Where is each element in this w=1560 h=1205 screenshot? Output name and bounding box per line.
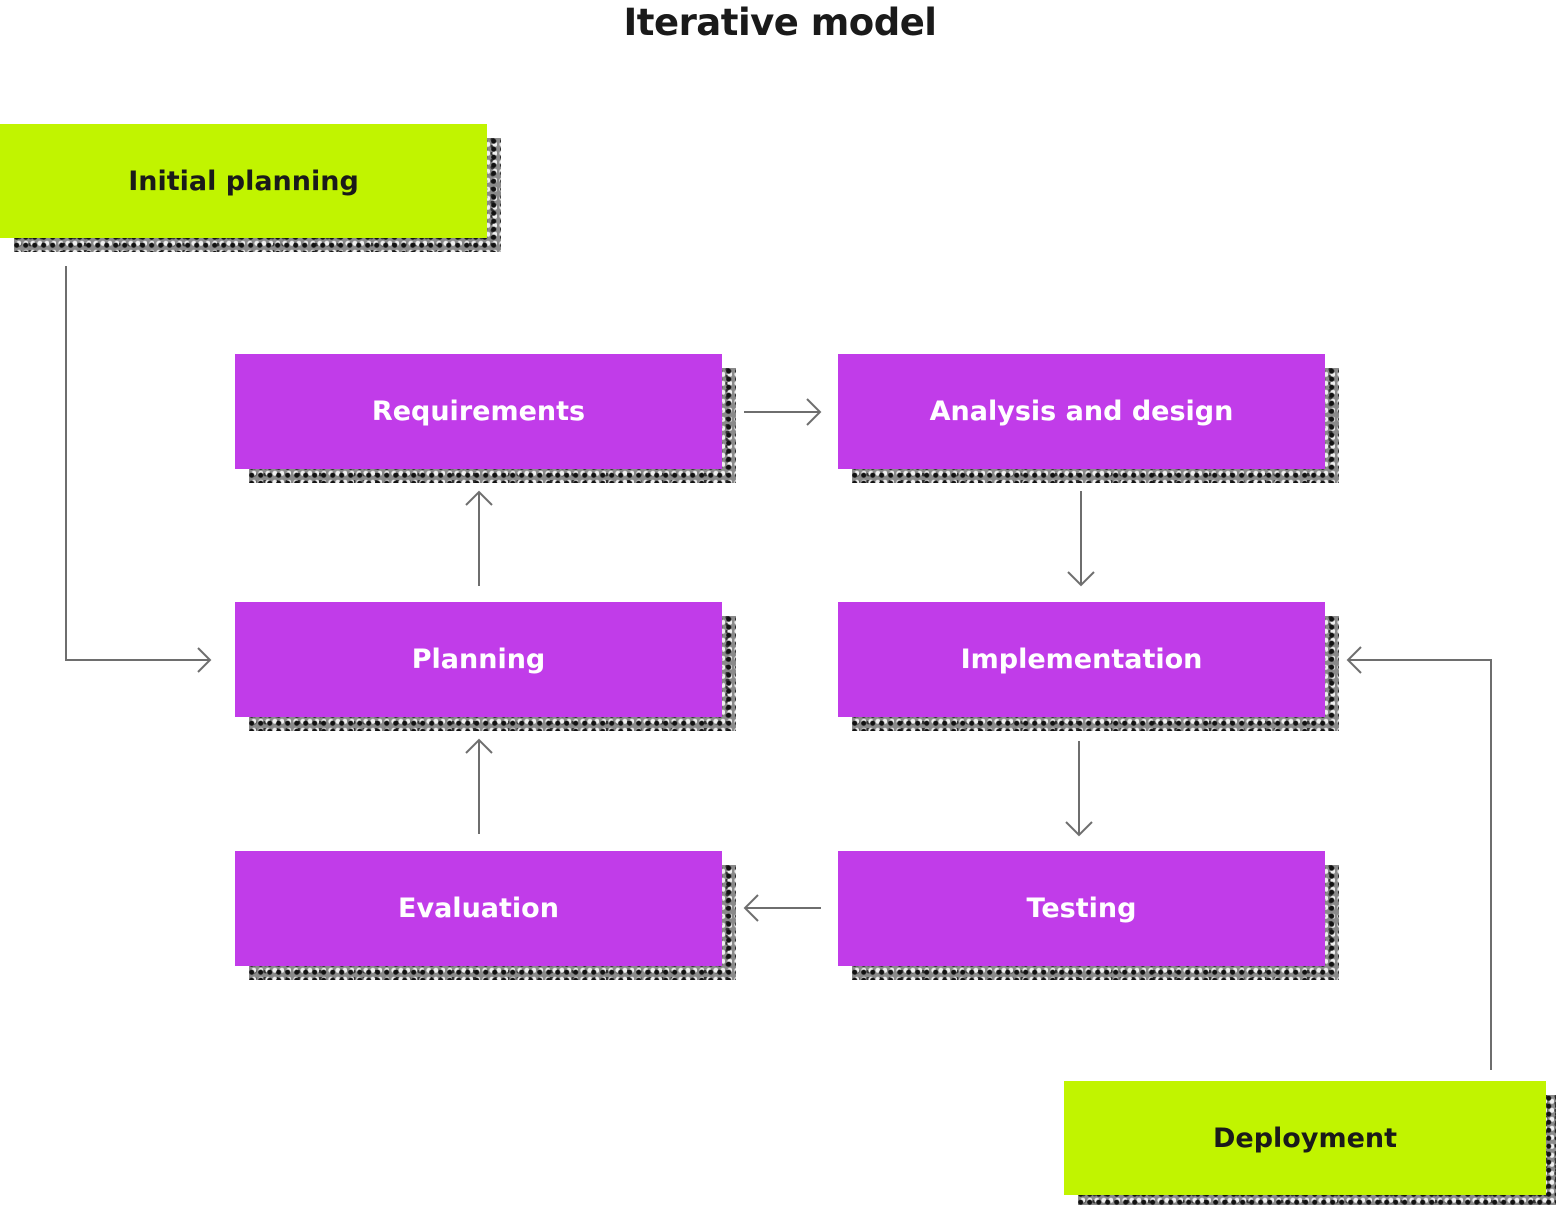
diagram-title: Iterative model — [623, 1, 937, 44]
arrow-planning-to-requirements — [465, 490, 493, 586]
arrow-initial-planning-to-planning — [65, 266, 212, 673]
node-planning: Planning — [235, 602, 736, 731]
arrow-testing-to-evaluation — [743, 894, 821, 922]
arrow-analysis-to-implementation — [1067, 491, 1095, 587]
node-label: Requirements — [235, 354, 722, 469]
node-requirements: Requirements — [235, 354, 736, 483]
node-label: Planning — [235, 602, 722, 717]
node-evaluation: Evaluation — [235, 851, 736, 980]
node-label: Implementation — [838, 602, 1325, 717]
node-label: Deployment — [1064, 1081, 1546, 1195]
node-label: Evaluation — [235, 851, 722, 966]
node-label: Analysis and design — [838, 354, 1325, 469]
arrow-evaluation-to-planning — [465, 738, 493, 834]
arrow-implementation-to-testing — [1065, 741, 1093, 837]
node-implementation: Implementation — [838, 602, 1339, 731]
node-label: Testing — [838, 851, 1325, 966]
node-deployment: Deployment — [1064, 1081, 1556, 1205]
node-analysis-and-design: Analysis and design — [838, 354, 1339, 483]
node-label: Initial planning — [0, 124, 487, 238]
arrow-deployment-to-implementation — [1346, 646, 1492, 1070]
node-initial-planning: Initial planning — [0, 124, 501, 252]
arrow-requirements-to-analysis — [744, 398, 822, 426]
node-testing: Testing — [838, 851, 1339, 980]
